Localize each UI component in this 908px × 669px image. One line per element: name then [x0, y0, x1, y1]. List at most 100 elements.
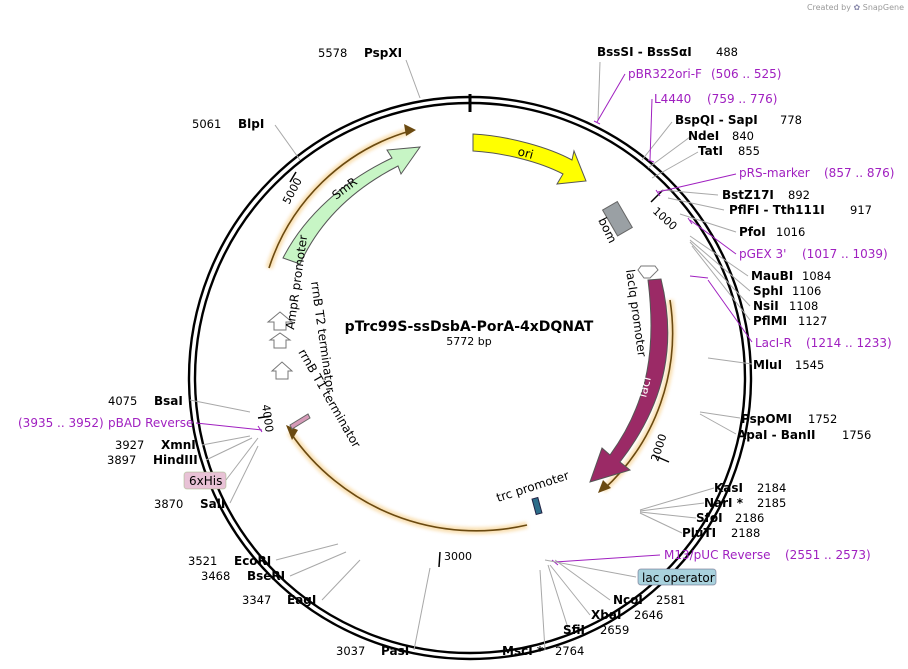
laciq-promoter-label: lacIq promoter [623, 268, 649, 357]
site-name-ndei: NdeI [688, 129, 719, 143]
primer-range-prs-marker: (857 .. 876) [824, 166, 894, 180]
site-name-nari: NarI * [704, 496, 744, 510]
primer-range-l4440: (759 .. 776) [707, 92, 777, 106]
tick-label-3000: 3000 [444, 550, 472, 563]
site-name-nsii: NsiI [753, 299, 779, 313]
tick-3000 [438, 551, 441, 568]
bom-feature-box [601, 200, 633, 237]
site-name-pasi: PasI [381, 644, 409, 658]
primer-range-laci-r: (1214 .. 1233) [806, 336, 892, 350]
tick-label-2000: 2000 [648, 432, 669, 463]
site-name-xmni: XmnI [161, 438, 196, 452]
site-pos-sfoi: 2186 [735, 511, 764, 525]
tick-label-4000: 4000 [259, 404, 276, 434]
site-pos-ncoi: 2581 [656, 593, 685, 607]
site-pos-pspomi: 1752 [808, 412, 837, 426]
site-pos-eagi: 3347 [242, 593, 271, 607]
site-pos-nari: 2185 [757, 496, 786, 510]
site-pos-tati: 855 [738, 144, 760, 158]
primer-name-laci-r: LacI-R [755, 336, 792, 350]
tick-1000 [650, 189, 664, 203]
site-pos-nsii: 1108 [789, 299, 818, 313]
site-name-sphi: SphI [753, 284, 783, 298]
site-pos-maubi: 1084 [802, 269, 831, 283]
site-pos-apai: 1756 [842, 428, 871, 442]
site-pos-bsai: 4075 [108, 394, 137, 408]
site-pos-pflmi: 1127 [798, 314, 827, 328]
site-pos-pflfi: 917 [850, 203, 872, 217]
ori-label: ori [516, 144, 535, 162]
site-pos-blpi: 5061 [192, 117, 221, 131]
primer-name-prs-marker: pRS-marker [739, 166, 810, 180]
his-tag-text: 6xHis [189, 474, 222, 488]
site-name-pspomi: PspOMI [741, 412, 792, 426]
site-pos-pspxi: 5578 [318, 46, 347, 60]
primer-range-m13: (2551 .. 2573) [785, 548, 871, 562]
snapgene-credit: Created by ✿ SnapGene [807, 3, 904, 12]
site-pos-msci: 2764 [555, 644, 584, 658]
site-pos-sfii: 2659 [600, 623, 629, 637]
site-name-sfii: SfiI [563, 623, 585, 637]
site-name-xbai: XbaI [591, 608, 621, 622]
site-name-ncoi: NcoI [613, 593, 643, 607]
site-name-ecori: EcoRI [234, 554, 271, 568]
site-name-eagi: EagI [287, 593, 316, 607]
tick-label-1000: 1000 [650, 205, 680, 233]
site-pos-kasi: 2184 [757, 481, 786, 495]
credit-brand: SnapGene [862, 3, 904, 12]
plasmid-name: pTrc99S-ssDsbA-PorA-4xDQNAT [345, 319, 594, 335]
site-name-pspxi: PspXI [364, 46, 402, 60]
site-name-pluti: PluTI [682, 526, 716, 540]
site-pos-pasi: 3037 [336, 644, 365, 658]
site-name-msci: MscI * [502, 644, 544, 658]
site-pos-bstz17i: 892 [788, 188, 810, 202]
site-pos-bseri: 3468 [201, 569, 230, 583]
site-pos-sphi: 1106 [792, 284, 821, 298]
site-pos-ndei: 840 [732, 129, 754, 143]
site-pos-mlui: 1545 [795, 358, 824, 372]
site-pos-pluti: 2188 [731, 526, 760, 540]
primer-name-pbr322ori: pBR322ori-F [628, 67, 702, 81]
tick-4000 [257, 415, 272, 419]
primer-range-pgex3: (1017 .. 1039) [802, 247, 888, 261]
site-pos-xmni: 3927 [115, 438, 144, 452]
site-name-pfoi: PfoI [739, 225, 766, 239]
lac-operator-leader [544, 559, 637, 578]
site-pos-bsssi: 488 [716, 45, 738, 59]
primer-leaders [195, 73, 753, 566]
primer-name-pbad: pBAD Reverse [108, 416, 193, 430]
laciq-promoter-arrow-icon [637, 265, 659, 279]
site-pos-sali: 3870 [154, 497, 183, 511]
site-name-pflfi: PflFI - Tth111I [729, 203, 825, 217]
trc-promoter-box [531, 496, 543, 516]
site-name-apai: ApaI - BanII [737, 428, 816, 442]
site-name-blpi: BlpI [238, 117, 264, 131]
his-tag-mark [289, 413, 311, 430]
credit-prefix: Created by [806, 3, 851, 12]
site-name-sali: SalI [200, 497, 225, 511]
site-labels: 5578 PspXI 5061 BlpI BssSI - BssSαI 488 … [107, 45, 872, 658]
lac-operator-box [637, 568, 717, 586]
site-name-bstz17i: BstZ17I [722, 188, 774, 202]
site-pos-ecori: 3521 [188, 554, 217, 568]
lac-operator-text: lac operator [642, 571, 715, 585]
site-pos-xbai: 2646 [634, 608, 663, 622]
laci-label: lacI [635, 375, 654, 399]
tick-2000 [652, 454, 670, 463]
smr-feature-arrow [282, 146, 422, 265]
primer-name-pgex3: pGEX 3' [739, 247, 786, 261]
snapgene-logo-icon: ✿ [853, 3, 861, 12]
site-name-hindiii: HindIII [153, 453, 198, 467]
primer-range-pbr322ori: (506 .. 525) [711, 67, 781, 81]
ampr-promoter-label: AmpR promoter [283, 234, 310, 330]
tick-5000 [289, 171, 297, 183]
site-name-kasi: KasI [714, 481, 743, 495]
site-pos-bspqi: 778 [780, 113, 802, 127]
his-tag-box [183, 471, 227, 490]
primer-labels: pBR322ori-F (506 .. 525) L4440 (759 .. 7… [18, 67, 894, 562]
site-name-bsssi: BssSI - BssSαI [597, 45, 692, 59]
rrnb-t1-arrow-icon [270, 361, 294, 380]
site-pos-hindiii: 3897 [107, 453, 136, 467]
site-name-bspqi: BspQI - SapI [675, 113, 758, 127]
